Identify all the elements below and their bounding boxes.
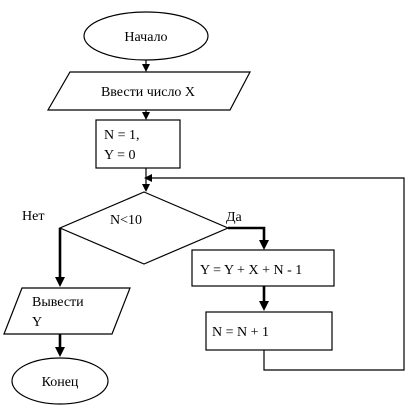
calc-process-block: Y = Y + X + N - 1 [191,249,335,287]
output-line2: Y [32,315,42,330]
yes-branch-label: Да [226,210,243,225]
input-block: Ввести число X [46,71,251,111]
increment-process-block: N = N + 1 [205,311,333,351]
init-line1: N = 1, [104,128,140,143]
input-label: Ввести число X [101,85,195,100]
init-line2: Y = 0 [104,148,136,163]
condition-decision: N<10 [58,191,230,265]
increment-label: N = N + 1 [212,325,269,340]
start-terminal: Начало [83,11,209,61]
init-process-block: N = 1, Y = 0 [95,119,181,169]
output-line1: Вывести [32,295,84,310]
output-block: Вывести Y [3,287,131,335]
end-terminal: Конец [11,357,109,405]
calc-label: Y = Y + X + N - 1 [200,263,302,278]
no-branch-label: Нет [22,209,44,224]
condition-label: N<10 [110,213,142,228]
connector-loop-back [144,174,405,371]
end-label: Конец [42,375,79,390]
start-label: Начало [124,30,167,45]
connector-yes-branch [228,226,269,250]
